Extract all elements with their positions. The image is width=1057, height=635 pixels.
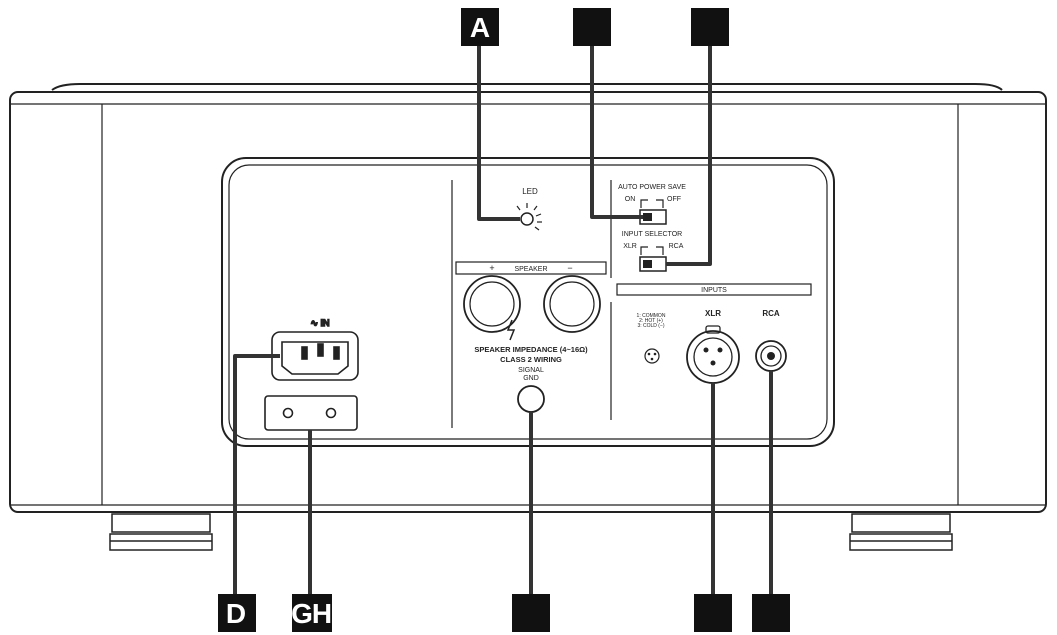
signal-gnd-terminal: SIGNAL GND bbox=[517, 367, 545, 413]
callout-c bbox=[691, 8, 729, 46]
leader-lines bbox=[233, 46, 773, 598]
rca-sel-label: RCA bbox=[669, 243, 684, 250]
inputs-label: INPUTS bbox=[701, 287, 727, 294]
callout-f bbox=[694, 594, 732, 632]
speaker-plus: + bbox=[489, 263, 494, 273]
callout-d: D bbox=[218, 594, 256, 632]
speaker-strip: + SPEAKER − bbox=[455, 261, 607, 275]
speaker-label: SPEAKER bbox=[514, 266, 547, 273]
right-foot bbox=[849, 513, 953, 551]
callout-h: H bbox=[312, 594, 332, 632]
inputs-strip bbox=[616, 283, 812, 296]
xlr-pin-legend: 1: COMMON 2: HOT (+) 3: COLD (−) bbox=[637, 313, 666, 364]
xlr-sel-label: XLR bbox=[623, 243, 637, 250]
speaker-minus: − bbox=[567, 263, 572, 273]
xlr-input-jack: XLR bbox=[686, 309, 740, 384]
ac-inlet: ∿ IN bbox=[271, 317, 359, 381]
speaker-terminal-minus bbox=[543, 275, 601, 333]
led-indicator: LED bbox=[516, 187, 542, 231]
rca-input-jack: RCA bbox=[755, 309, 787, 372]
inner-panel bbox=[221, 157, 835, 447]
ac-in-label: ∿ IN bbox=[310, 318, 329, 328]
on-label: ON bbox=[625, 196, 636, 203]
callout-a: A bbox=[461, 8, 499, 46]
speaker-terminal-plus bbox=[463, 275, 521, 333]
fuse-holder bbox=[264, 395, 358, 431]
input-selector-label: INPUT SELECTOR bbox=[622, 231, 682, 238]
rca-label: RCA bbox=[762, 309, 780, 318]
callout-d-label: D bbox=[226, 598, 246, 629]
pin-1-label: 1: COMMON bbox=[637, 313, 666, 319]
pin-2-label: 2: HOT (+) bbox=[639, 318, 663, 324]
pin-3-label: 3: COLD (−) bbox=[637, 323, 664, 329]
gnd-label: GND bbox=[523, 375, 539, 382]
led-label: LED bbox=[522, 187, 538, 196]
off-label: OFF bbox=[667, 196, 681, 203]
callout-i bbox=[752, 594, 790, 632]
callout-a-label: A bbox=[470, 12, 490, 43]
impedance-label: SPEAKER IMPEDANCE (4~16Ω) bbox=[474, 345, 588, 354]
callout-g-label: G bbox=[291, 598, 313, 629]
callout-b bbox=[573, 8, 611, 46]
xlr-label: XLR bbox=[705, 309, 721, 318]
hazard-icon bbox=[506, 319, 516, 341]
left-foot bbox=[109, 513, 213, 551]
chassis bbox=[9, 83, 1047, 513]
signal-label: SIGNAL bbox=[518, 367, 544, 374]
wiring-label: CLASS 2 WIRING bbox=[500, 355, 562, 364]
auto-power-save-label: AUTO POWER SAVE bbox=[618, 184, 686, 191]
callout-g: G bbox=[291, 594, 313, 632]
callout-h-label: H bbox=[312, 598, 332, 629]
callout-e bbox=[512, 594, 550, 632]
section-dividers bbox=[451, 180, 612, 428]
